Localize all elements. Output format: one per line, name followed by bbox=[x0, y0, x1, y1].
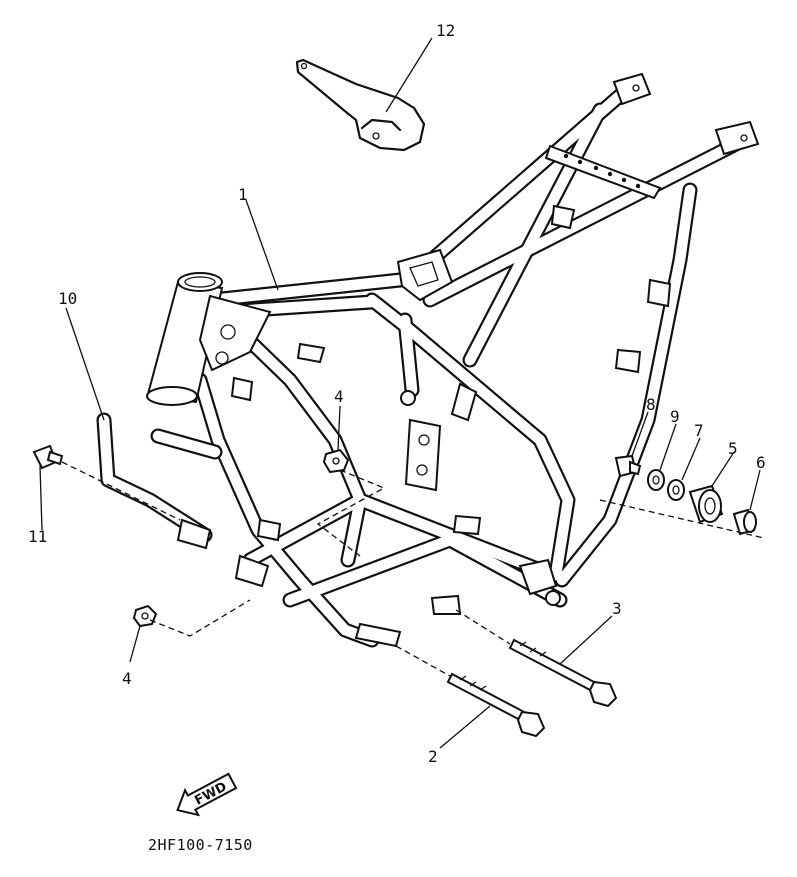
part-6-collar bbox=[732, 508, 757, 536]
part-12-wrench bbox=[295, 58, 426, 152]
callout-2: 2 bbox=[428, 747, 438, 766]
rear-loop-end-left bbox=[612, 72, 652, 106]
callout-6: 6 bbox=[756, 453, 766, 472]
callout-labels: 12 1 10 4 11 4 8 9 7 5 6 3 2 bbox=[28, 21, 766, 766]
frame-tubes bbox=[192, 77, 748, 648]
callout-9: 9 bbox=[670, 407, 680, 426]
seat-crossmember bbox=[544, 144, 662, 200]
callout-1: 1 bbox=[238, 185, 248, 204]
forward-arrow: FWD bbox=[176, 772, 238, 817]
part-2-bolt bbox=[446, 672, 546, 738]
callout-10: 10 bbox=[58, 289, 77, 308]
part-4-nut-upper bbox=[322, 448, 350, 474]
callout-3: 3 bbox=[612, 599, 622, 618]
part-9-washer bbox=[647, 469, 665, 491]
part-1-main-frame bbox=[146, 72, 760, 648]
callout-4-lower: 4 bbox=[122, 669, 132, 688]
part-4-nut-lower bbox=[132, 604, 158, 628]
part-3-bolt bbox=[508, 638, 618, 708]
callout-7: 7 bbox=[694, 421, 704, 440]
steering-head bbox=[146, 272, 224, 406]
part-11-bolt bbox=[32, 444, 64, 470]
part-5-bushing bbox=[688, 484, 724, 524]
callout-4-upper: 4 bbox=[334, 387, 344, 406]
callout-11: 11 bbox=[28, 527, 47, 546]
leader-lines bbox=[39, 37, 765, 749]
part-7-washer bbox=[667, 479, 685, 501]
diagram-code: 2HF100-7150 bbox=[148, 836, 253, 854]
rear-loop-end-right bbox=[714, 120, 760, 156]
part-10-bracket bbox=[96, 412, 223, 550]
rear-top-mount bbox=[396, 248, 454, 302]
part-8-bolt bbox=[614, 454, 642, 478]
callout-8: 8 bbox=[646, 395, 656, 414]
callout-5: 5 bbox=[728, 439, 738, 458]
callout-12: 12 bbox=[436, 21, 455, 40]
